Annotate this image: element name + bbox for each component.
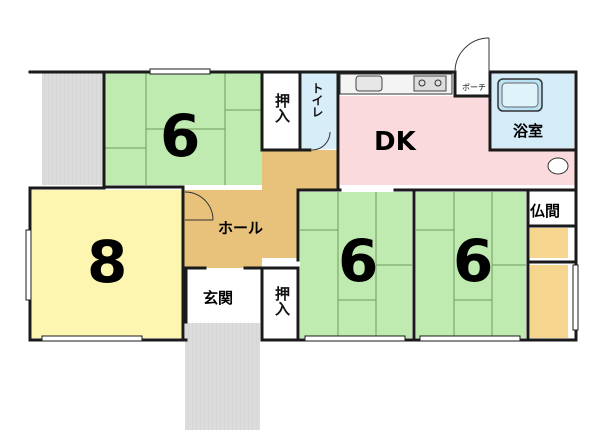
- washitsu-mid-label: 6: [338, 227, 379, 295]
- closet-bottom-label: 押入: [273, 286, 291, 316]
- washitsu-right-label: 6: [453, 227, 494, 295]
- hall-label: ホール: [218, 219, 264, 237]
- butsuma-lower: [530, 265, 568, 338]
- bath-label: 浴室: [513, 122, 544, 140]
- butsuma-floor: [530, 228, 568, 258]
- yoma-label: 8: [87, 228, 128, 296]
- toilet-label: トイレ: [310, 82, 324, 118]
- butsuma-label: 仏間: [530, 202, 561, 220]
- hall-floor: [183, 150, 337, 268]
- entrance-label: 玄関: [203, 289, 234, 307]
- entrance-approach: [185, 323, 260, 430]
- closet-top-label: 押入: [273, 93, 291, 123]
- closet-bottom-floor: [264, 268, 298, 338]
- entrance-floor: [186, 268, 262, 322]
- toilet-floor: [302, 73, 339, 149]
- dk-floor: [340, 96, 575, 185]
- dk-label: DK: [374, 127, 416, 157]
- washitsu-top-label: 6: [160, 102, 201, 170]
- porch-label: ポーチ: [462, 83, 486, 92]
- kitchen-sink: [355, 75, 383, 92]
- yoma-room: [32, 190, 182, 338]
- closet-top-floor: [264, 73, 300, 148]
- veranda-top-left: [42, 73, 104, 185]
- washbasin: [547, 157, 569, 175]
